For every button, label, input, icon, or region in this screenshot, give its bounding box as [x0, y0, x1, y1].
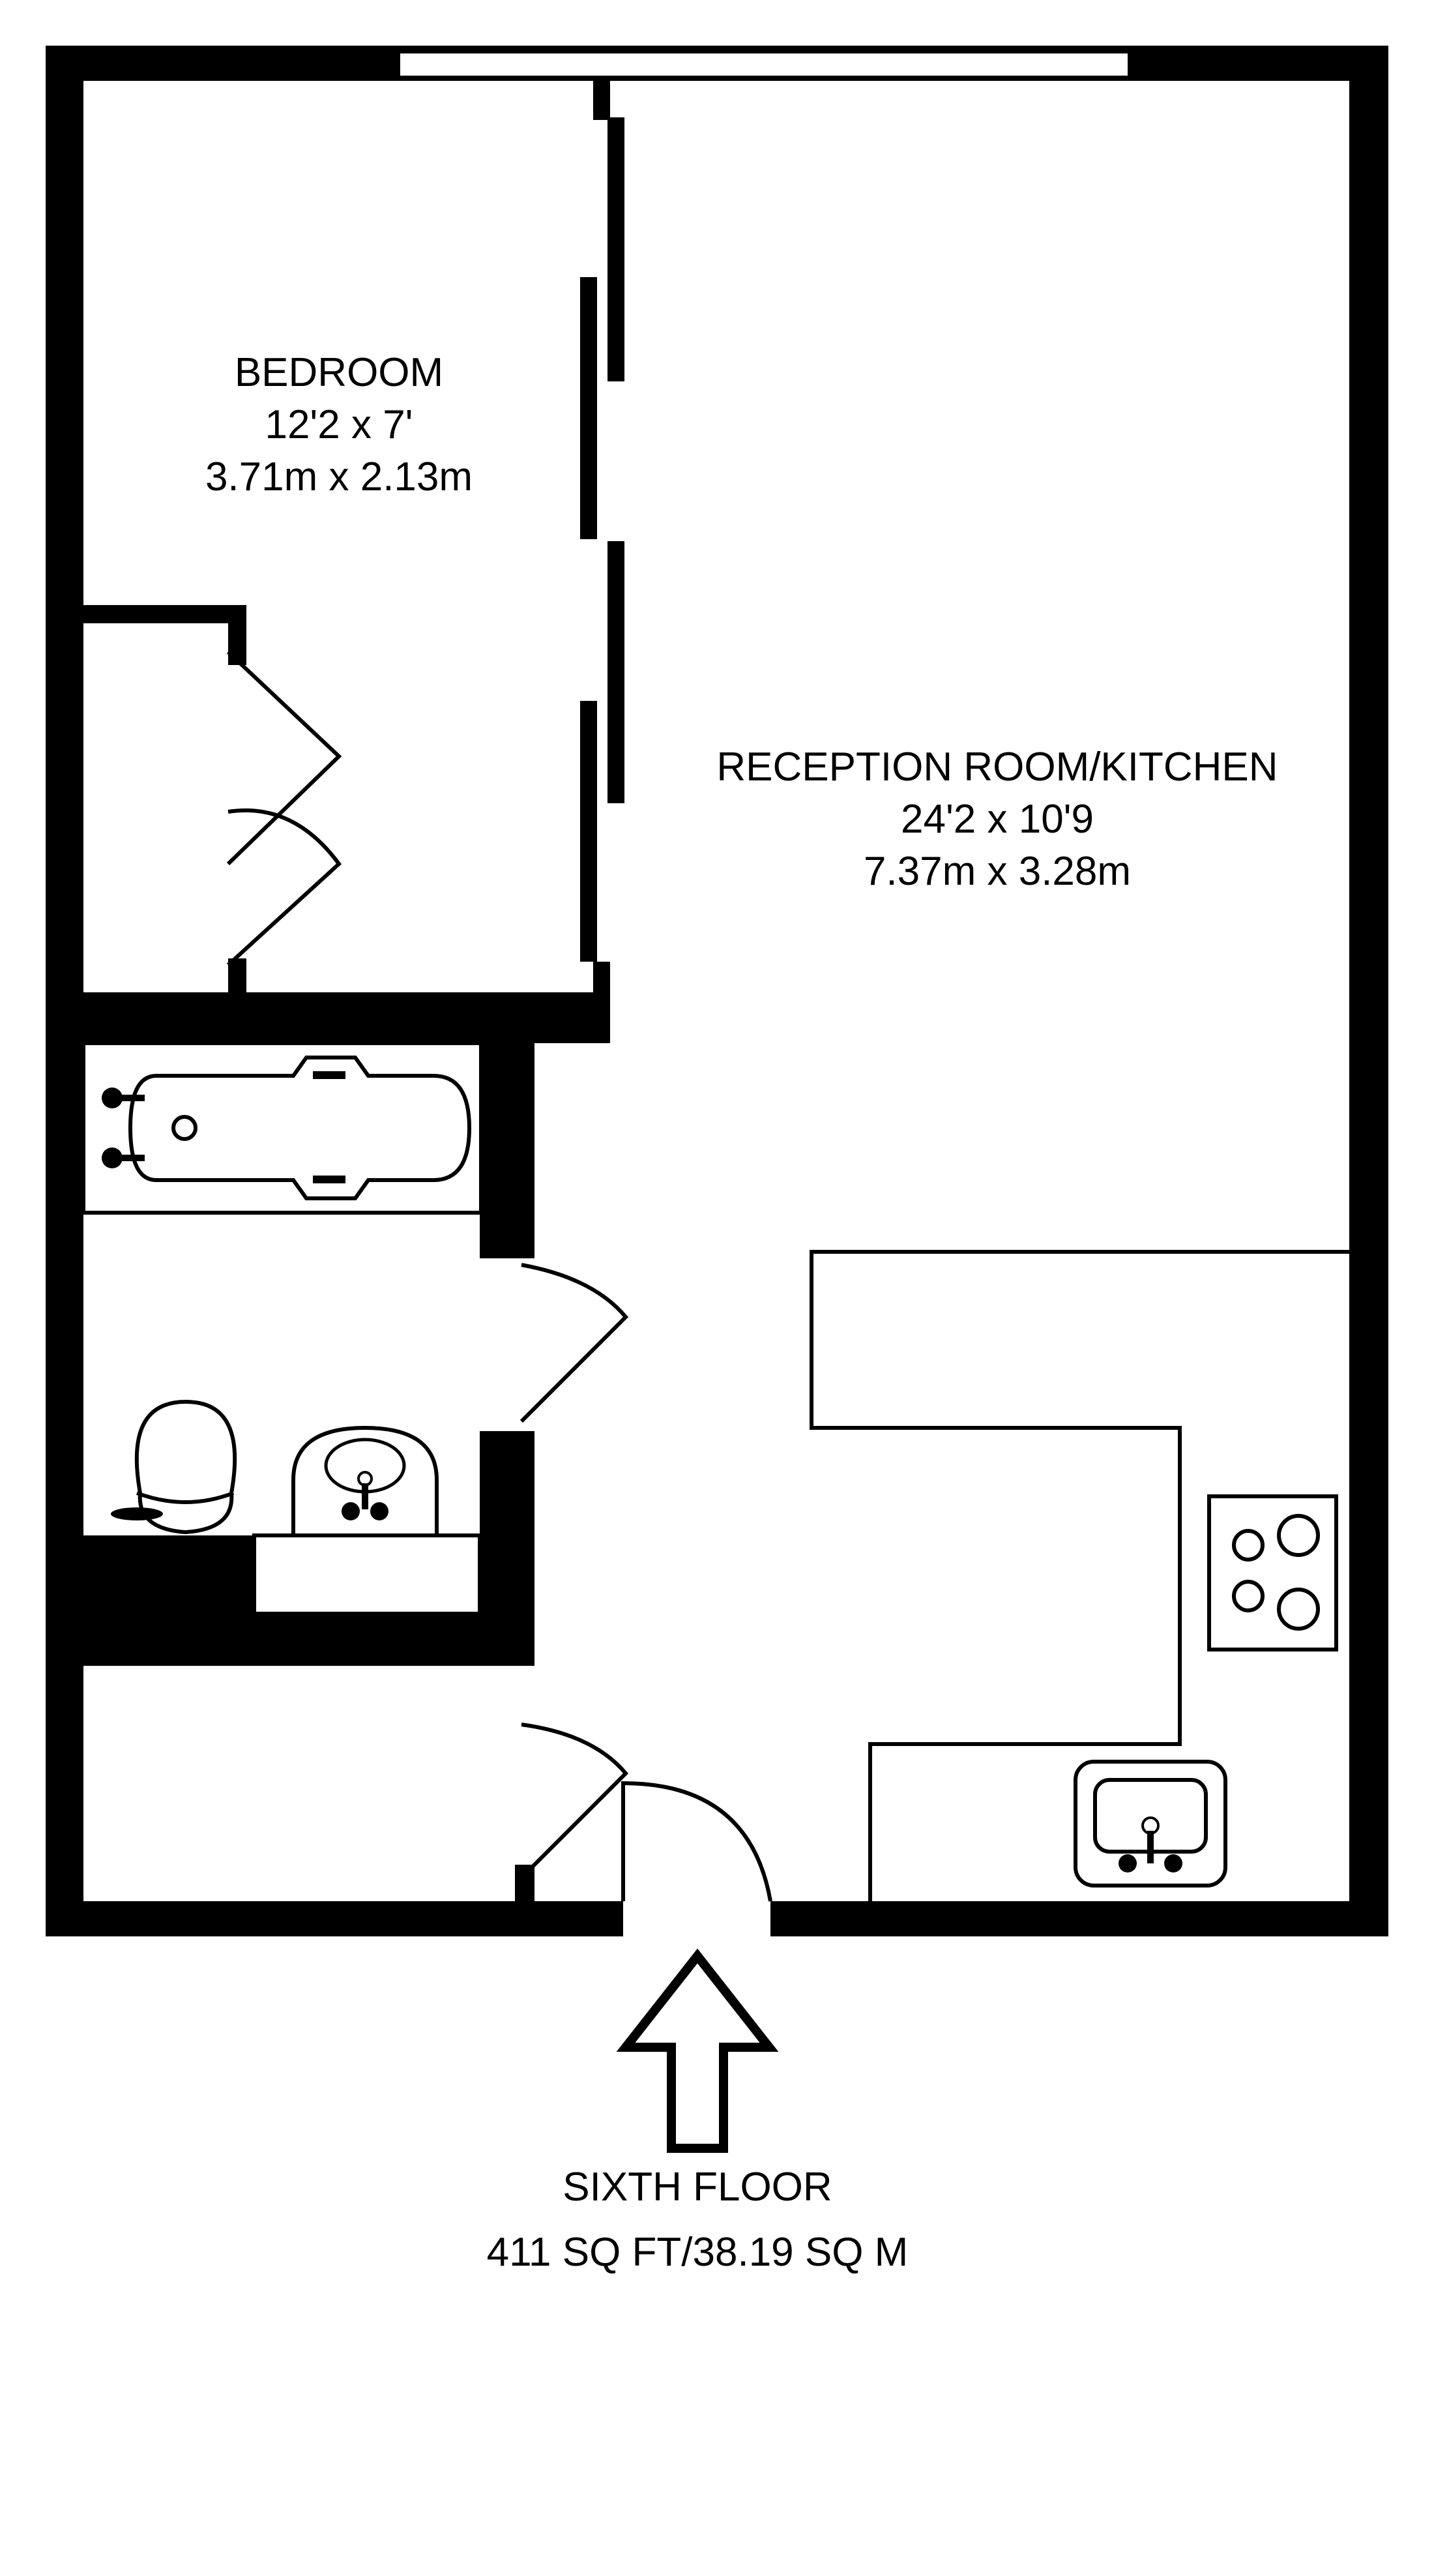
hob — [1207, 1494, 1338, 1651]
right-wall — [1349, 46, 1388, 1936]
bathroom-walls — [46, 1043, 534, 1904]
window — [398, 51, 1130, 78]
reception-metric: 7.37m x 3.28m — [864, 849, 1131, 894]
basin — [291, 1425, 439, 1537]
bath — [81, 1041, 483, 1215]
entrance-door — [621, 1781, 772, 1902]
bathroom-door — [519, 1263, 629, 1423]
floor-name: SIXTH FLOOR — [563, 2165, 832, 2210]
kitchen-counter — [810, 1250, 1349, 1901]
cupboard-door — [519, 1723, 629, 1880]
vanity-shelf — [252, 1533, 482, 1616]
wc-flush — [111, 1507, 163, 1520]
kitchen-sink — [1074, 1760, 1227, 1888]
sliding-partition — [580, 81, 624, 1017]
bedroom-name: BEDROOM — [235, 350, 443, 395]
reception-name: RECEPTION ROOM/KITCHEN — [716, 745, 1278, 790]
entrance-arrow-icon — [616, 1948, 779, 2153]
bottom-wall-left — [46, 1901, 623, 1936]
reception-imperial: 24'2 x 10'9 — [901, 797, 1094, 842]
wc — [134, 1399, 237, 1535]
floor-area: 411 SQ FT/38.19 SQ M — [487, 2230, 909, 2275]
wardrobe — [83, 605, 342, 994]
bedroom-bottom-wall — [46, 992, 610, 1043]
bath-taps — [102, 1071, 345, 1183]
bottom-wall-right — [770, 1901, 1388, 1936]
bedroom-metric: 3.71m x 2.13m — [205, 454, 473, 499]
bedroom-imperial: 12'2 x 7' — [265, 402, 413, 447]
outer-walls — [46, 46, 1388, 1936]
